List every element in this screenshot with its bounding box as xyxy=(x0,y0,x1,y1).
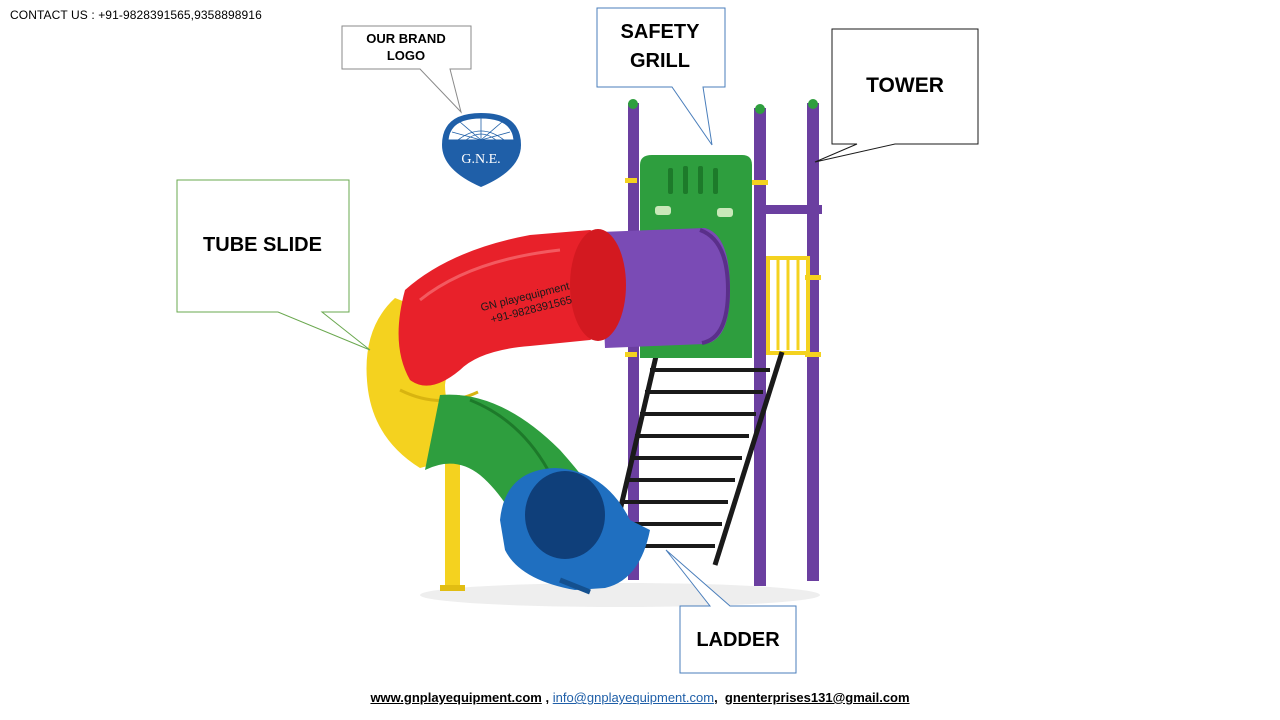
blue-tube-exit xyxy=(500,468,650,595)
label-brand-logo: OUR BRAND LOGO xyxy=(366,31,446,63)
email-gmail-link[interactable]: gnenterprises131@gmail.com xyxy=(724,690,910,705)
callout-logo xyxy=(341,25,472,114)
callout-ladder xyxy=(665,549,797,674)
red-tube xyxy=(398,229,626,386)
ground-shadow xyxy=(420,583,820,607)
label-ladder: LADDER xyxy=(696,629,780,651)
label-tube-slide: TUBE SLIDE xyxy=(203,234,322,256)
footer-links: www.gnplayequipment.com , info@gnplayequ… xyxy=(0,690,1280,705)
contact-line: CONTACT US : +91-9828391565,9358898916 xyxy=(10,8,262,22)
website-link[interactable]: www.gnplayequipment.com xyxy=(370,690,542,705)
logo-text: G.N.E. xyxy=(461,152,500,167)
label-tower: TOWER xyxy=(866,74,944,98)
separator: , xyxy=(541,690,553,705)
label-safety-grill: SAFETY GRILL xyxy=(620,21,700,72)
tower-post xyxy=(754,108,766,586)
side-rail xyxy=(766,256,810,355)
separator: , xyxy=(714,690,725,705)
callout-tower xyxy=(814,28,979,163)
callout-safety-grill xyxy=(596,7,726,146)
callout-tube-slide xyxy=(176,179,371,351)
email-info-link[interactable]: info@gnplayequipment.com xyxy=(552,690,715,705)
gne-logo: G.N.E. xyxy=(442,113,521,187)
tower-post xyxy=(807,103,819,581)
purple-tube xyxy=(600,228,731,348)
